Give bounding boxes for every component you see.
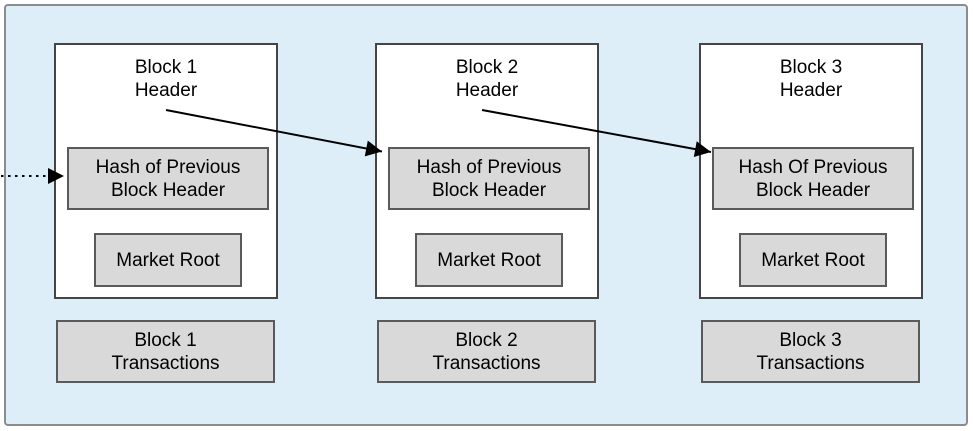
block-2-transactions-box: Block 2 Transactions [377,320,596,383]
block-2-header-container: Block 2 Header Hash of Previous Block He… [375,43,599,299]
block-3-merkle-root-box: Market Root [739,233,887,287]
block-3-transactions-box: Block 3 Transactions [701,320,920,383]
block-3-group: Block 3 Header Hash Of Previous Block He… [699,43,923,383]
block-1-transactions-box: Block 1 Transactions [56,320,275,383]
block-3-header-title: Block 3 Header [779,57,843,101]
block-2-hash-box: Hash of Previous Block Header [388,147,590,210]
block-1-header-container: Block 1 Header Hash of Previous Block He… [54,43,278,299]
block-1-header-title: Block 1 Header [134,57,198,101]
block-1-group: Block 1 Header Hash of Previous Block He… [54,43,278,383]
block-2-group: Block 2 Header Hash of Previous Block He… [375,43,599,383]
block-2-header-title: Block 2 Header [455,57,519,101]
block-3-hash-box: Hash Of Previous Block Header [712,147,914,210]
block-1-hash-box: Hash of Previous Block Header [67,147,269,210]
block-3-header-container: Block 3 Header Hash Of Previous Block He… [699,43,923,299]
block-1-merkle-root-box: Market Root [94,233,242,287]
block-2-merkle-root-box: Market Root [415,233,563,287]
